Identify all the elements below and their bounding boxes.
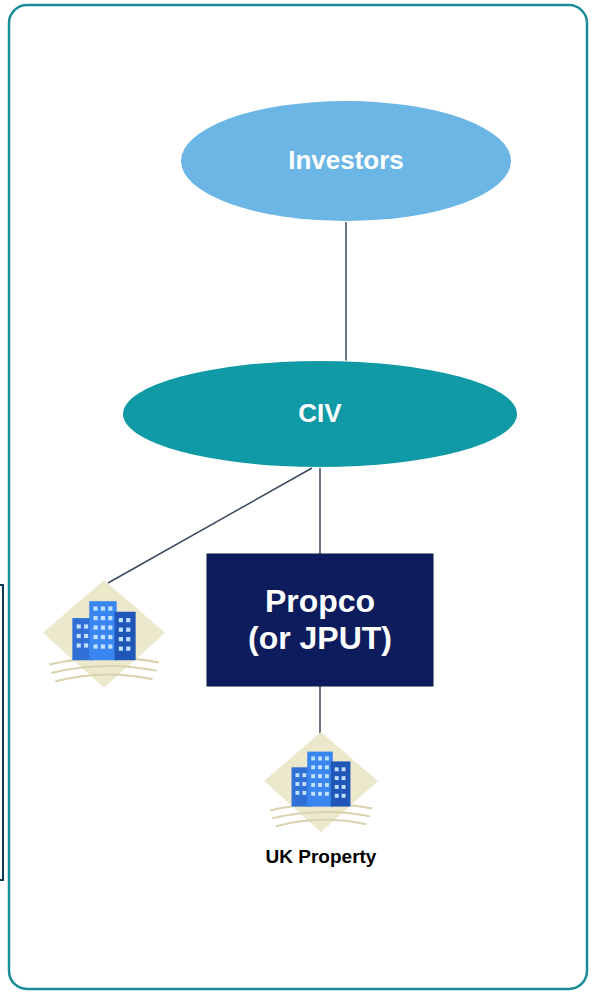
building-icon <box>264 732 378 832</box>
ellipse-fill <box>123 361 517 467</box>
node-label: Propco (or JPUT) <box>245 583 395 657</box>
property-label: UK Property <box>266 846 377 868</box>
fund-ellipse: CIV <box>122 360 518 468</box>
ownership-line <box>319 686 321 738</box>
connector-line <box>319 468 321 554</box>
building-icon <box>43 580 165 688</box>
investor-ellipse: Investors <box>180 100 512 222</box>
rect-fill <box>207 554 433 686</box>
connector-line <box>345 222 347 360</box>
outer-frame <box>9 5 587 989</box>
node-label: Investors <box>288 146 404 176</box>
node-label: CIV <box>298 399 341 429</box>
entity-box: Propco (or JPUT) <box>207 554 433 686</box>
ellipse-fill <box>181 101 511 221</box>
cropped-panel <box>0 585 3 880</box>
